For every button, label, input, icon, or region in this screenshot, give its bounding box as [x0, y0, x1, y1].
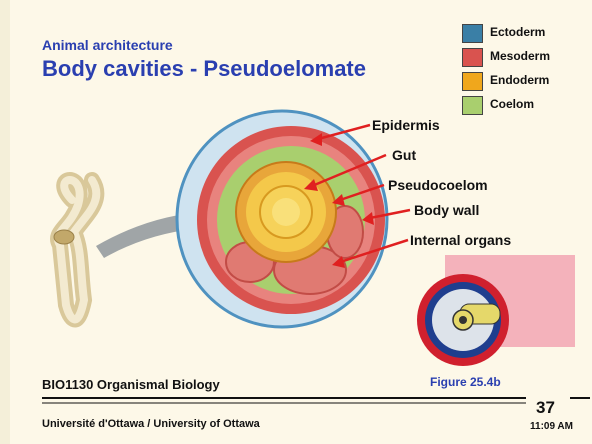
label-pseudocoelom: Pseudocoelom	[388, 177, 488, 193]
label-epidermis: Epidermis	[372, 117, 440, 133]
label-body-wall: Body wall	[414, 202, 479, 218]
left-margin-band	[0, 0, 10, 444]
legend-item-coelom: Coelom	[462, 96, 582, 116]
legend-label: Mesoderm	[490, 49, 550, 63]
legend-swatch	[462, 24, 483, 43]
legend-item-endoderm: Endoderm	[462, 72, 582, 92]
cross-section-diagram	[177, 111, 387, 327]
legend-item-mesoderm: Mesoderm	[462, 48, 582, 68]
page-number: 37	[536, 398, 555, 418]
slide-subtitle: Animal architecture	[42, 37, 173, 53]
label-internal-organs: Internal organs	[410, 232, 511, 248]
legend-label: Coelom	[490, 97, 534, 111]
worm-illustration	[54, 180, 96, 319]
legend-item-ectoderm: Ectoderm	[462, 24, 582, 44]
course-name: BIO1130 Organismal Biology	[42, 377, 220, 392]
slide-title: Body cavities - Pseudoelomate	[42, 56, 366, 82]
legend-swatch	[462, 48, 483, 67]
legend-swatch	[462, 72, 483, 91]
legend-label: Ectoderm	[490, 25, 545, 39]
footer-university: Université d'Ottawa / University of Otta…	[42, 418, 260, 430]
legend-swatch	[462, 96, 483, 115]
label-gut: Gut	[392, 147, 416, 163]
tube-inset	[417, 255, 575, 366]
slide-time: 11:09 AM	[530, 421, 573, 432]
figure-caption: Figure 25.4b	[430, 375, 501, 389]
legend-label: Endoderm	[490, 73, 549, 87]
